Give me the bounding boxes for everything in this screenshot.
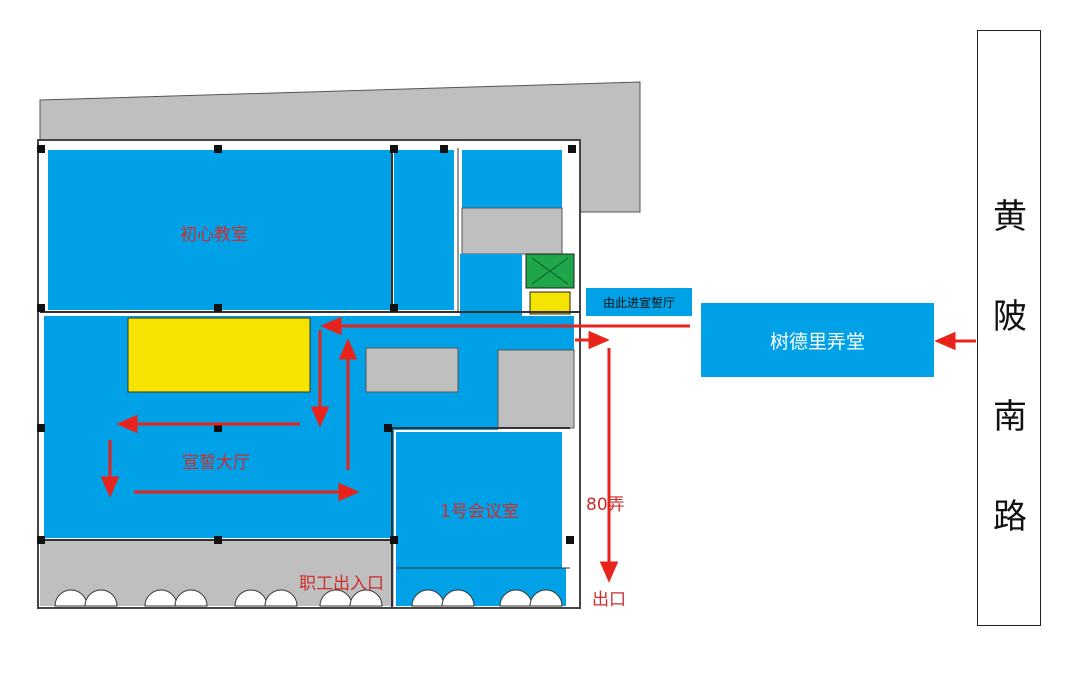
exhibit-area xyxy=(127,317,311,393)
hall-middle xyxy=(394,316,574,350)
right-top-area xyxy=(462,150,562,210)
meeting-room-label: 1号会议室 xyxy=(440,502,519,522)
classroom-label: 初心教室 xyxy=(180,225,248,245)
columns xyxy=(37,145,576,544)
road-char: 南 xyxy=(993,397,1027,437)
stair-top xyxy=(461,207,563,255)
classroom-side xyxy=(394,150,454,310)
staff-entrance-label: 职工出入口 xyxy=(299,574,384,594)
oath-hall-label: 宣誓大厅 xyxy=(182,453,250,473)
entry-note-label: 由此进宣誓厅 xyxy=(586,288,692,316)
shudeli-hall-label: 树德里弄堂 xyxy=(701,303,934,377)
meeting-room-area xyxy=(396,432,562,568)
corridor-area xyxy=(460,254,522,324)
stair-mid xyxy=(365,347,459,393)
alley-label: 80弄 xyxy=(586,495,625,515)
road-char: 黄 xyxy=(993,197,1027,237)
road-char: 路 xyxy=(993,497,1027,537)
exit-label: 出口 xyxy=(592,590,626,610)
route-arrows xyxy=(100,316,976,583)
road-char: 陂 xyxy=(993,297,1027,337)
utility-yellow xyxy=(529,291,571,315)
restroom xyxy=(497,349,575,429)
arches xyxy=(54,589,563,607)
classroom-area xyxy=(48,150,392,310)
road-huangpi-south: 黄 陂 南 路 xyxy=(977,30,1041,626)
